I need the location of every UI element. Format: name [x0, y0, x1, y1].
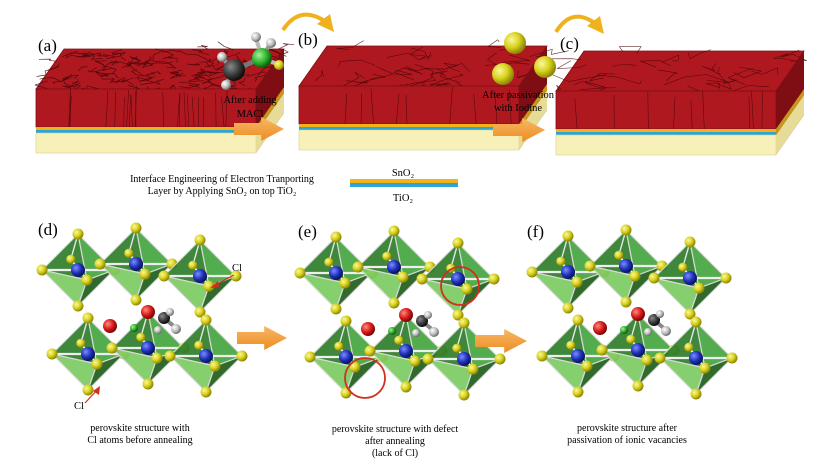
step-ab-line2: MACl [237, 109, 264, 120]
caption-e-line1: perovskite structure with defect [332, 424, 459, 435]
panel-label-e: (e) [298, 222, 317, 241]
octahedron-1 [94, 222, 178, 306]
octahedron-5 [164, 314, 248, 398]
caption-d-line2: Cl atoms before annealing [87, 435, 192, 446]
caption-f-line1: perovskite structure after [577, 423, 678, 434]
device-stack-2 [535, 46, 808, 156]
octahedron-0 [526, 230, 610, 314]
step-bc-line1: After passivation [482, 90, 555, 101]
octahedron-4 [364, 309, 448, 393]
octahedron-3 [536, 314, 620, 398]
panel-label-c: (c) [560, 34, 579, 53]
caption-f-line2: passivation of ionic vacancies [567, 435, 687, 446]
panel-label-a: (a) [38, 36, 57, 55]
cl-label-top: Cl [232, 263, 242, 274]
macl-molecule-icon [217, 32, 284, 90]
iodine-atoms-icon [492, 32, 556, 85]
crystal-structure-f [526, 224, 738, 400]
layer-legend: SnO₂ TiO₂ [350, 168, 458, 204]
octahedron-3 [304, 315, 388, 399]
octahedron-0 [36, 228, 120, 312]
panel-label-d: (d) [38, 220, 58, 239]
defect-circle-top [440, 266, 480, 306]
caption-d-line1: perovskite structure with [90, 423, 189, 434]
cl-pointer-bottom-head-icon [93, 386, 100, 395]
crystal-structure-d [36, 222, 248, 398]
octahedron-0 [294, 231, 378, 315]
cl-label-bottom: Cl [74, 401, 84, 412]
octahedron-2 [416, 237, 500, 321]
legend-tio2-label: TiO₂ [393, 193, 414, 204]
legend-tio2-swatch [350, 183, 458, 187]
octahedron-3 [46, 312, 130, 396]
octahedron-2 [158, 234, 242, 318]
curved-arrowhead-icon [317, 14, 334, 32]
octahedron-1 [584, 224, 668, 308]
interface-caption-line2: Layer by Applying SnO₂ on top TiO₂ [148, 186, 297, 197]
step-ab-line1: After adding [223, 95, 277, 106]
crystal-structure-e [294, 225, 506, 401]
step-bc-line2: with Iodine [494, 103, 542, 114]
caption-e-line3: (lack of Cl) [372, 448, 418, 459]
right-arrow-icon [234, 117, 284, 141]
panel-label-b: (b) [298, 30, 318, 49]
legend-sno2-label: SnO₂ [392, 168, 415, 179]
curved-arrowhead-icon-2 [587, 16, 604, 34]
right-arrow-icon-3 [237, 326, 287, 350]
right-arrow-icon-4 [475, 329, 527, 353]
right-arrow-icon-2 [493, 118, 545, 142]
curved-arrow-icon [281, 12, 328, 32]
interface-caption-line1: Interface Engineering of Electron Tranpo… [130, 174, 314, 185]
legend-sno2-swatch [350, 179, 458, 183]
octahedron-1 [352, 225, 436, 309]
octahedron-2 [648, 236, 732, 320]
defect-circle-bottom [344, 357, 386, 399]
caption-e-line2: after annealing [365, 436, 425, 447]
octahedron-5 [654, 316, 738, 400]
panel-label-f: (f) [527, 222, 544, 241]
curved-arrow-icon-2 [554, 14, 598, 34]
cl-pointer-top-head-icon [210, 281, 219, 288]
